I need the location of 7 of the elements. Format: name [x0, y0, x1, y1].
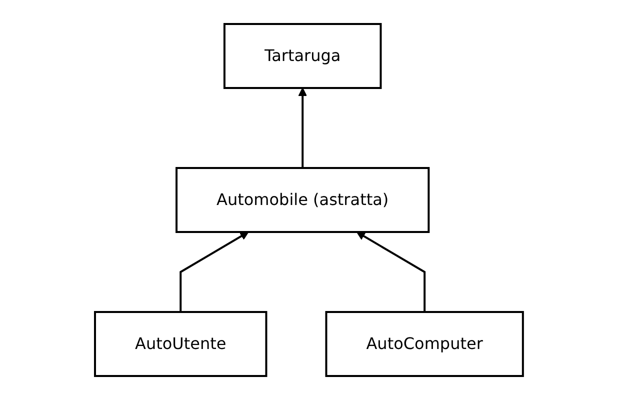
node-box: Automobile (astratta): [176, 167, 430, 233]
arrow: [356, 232, 426, 312]
node-box: Tartaruga: [224, 23, 382, 89]
arrow: [298, 88, 308, 168]
node-box: AutoUtente: [94, 311, 268, 377]
arrow: [180, 232, 249, 312]
node-box: AutoComputer: [325, 311, 524, 377]
